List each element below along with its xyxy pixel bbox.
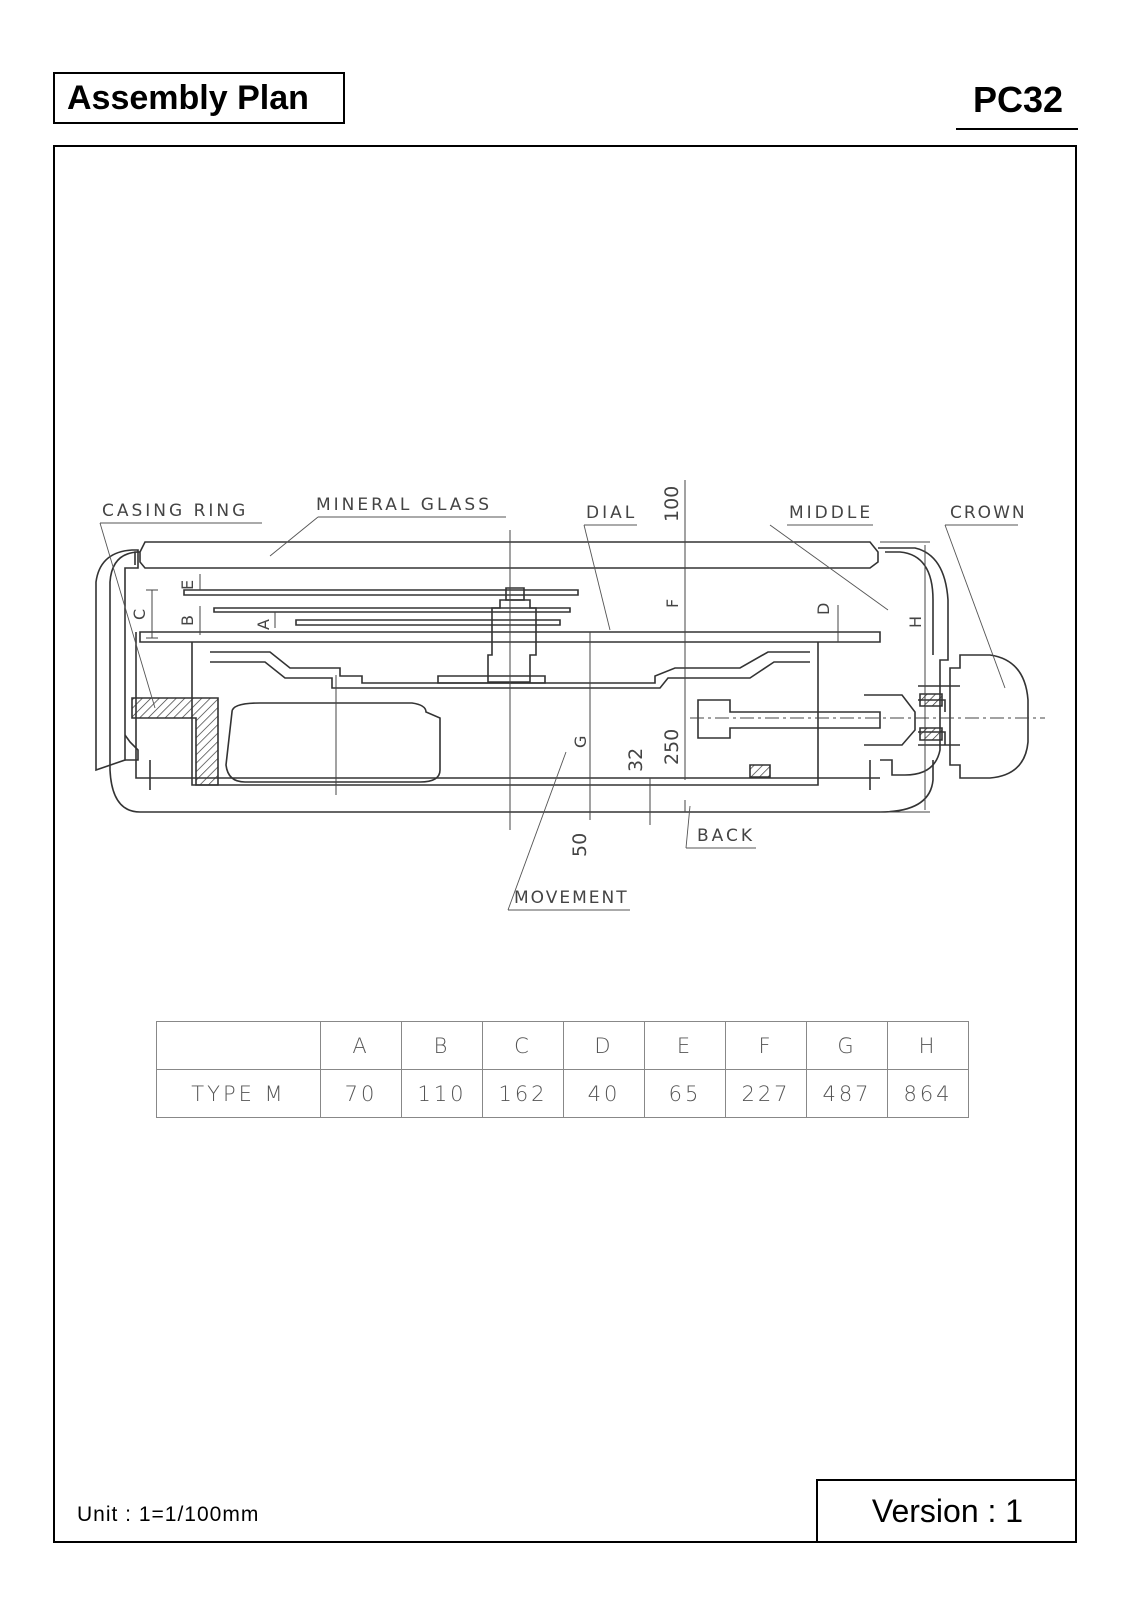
- version-box: Version : 1: [816, 1479, 1077, 1543]
- unit-note: Unit : 1=1/100mm: [77, 1503, 260, 1526]
- dim-letter-b: B: [178, 615, 197, 626]
- hand-top: [183, 589, 579, 596]
- battery-shape: [225, 702, 441, 783]
- dim-value-250: 250: [661, 729, 683, 765]
- model-underline: [956, 128, 1078, 130]
- center-pinion: [487, 599, 537, 683]
- table-header-cell: H: [887, 1021, 969, 1070]
- movement-frame: [191, 642, 819, 786]
- label-middle: MIDDLE: [789, 503, 873, 523]
- table-cell: 227: [725, 1069, 807, 1118]
- table-header-cell: A: [320, 1021, 402, 1070]
- table-cell: TYPE M: [156, 1069, 321, 1118]
- casing-ring-shape: [95, 549, 139, 772]
- case-bottom: [109, 760, 934, 813]
- label-mineral-glass: MINERAL GLASS: [316, 495, 492, 515]
- leader-lines: [99, 516, 1018, 911]
- case-middle-right: [885, 551, 934, 655]
- crown-head: [949, 654, 1029, 779]
- hand-middle: [213, 607, 571, 613]
- crown-tube: [864, 694, 916, 746]
- hatched-small: [749, 764, 771, 778]
- table-header-cell: G: [806, 1021, 888, 1070]
- dim-value-32: 32: [625, 748, 647, 772]
- table-row: TYPE M 70 110 162 40 65 227 487 864: [156, 1069, 969, 1118]
- label-casing-ring: CASING RING: [102, 501, 248, 521]
- label-dial: DIAL: [586, 503, 637, 523]
- dim-letter-a: A: [254, 619, 273, 630]
- table-cell: 864: [887, 1069, 969, 1118]
- dim-letter-c: C: [130, 609, 149, 620]
- dim-letter-g: G: [571, 736, 590, 748]
- table-header-cell: F: [725, 1021, 807, 1070]
- table-header-row: A B C D E F G H: [156, 1021, 969, 1070]
- table-cell: 162: [482, 1069, 564, 1118]
- page-title: Assembly Plan: [53, 72, 345, 124]
- dimension-table: A B C D E F G H TYPE M 70 110 162 40 65 …: [156, 1021, 969, 1118]
- table-cell: 110: [401, 1069, 483, 1118]
- table-cell: 40: [563, 1069, 645, 1118]
- table-cell: 70: [320, 1069, 402, 1118]
- label-crown: CROWN: [950, 503, 1027, 523]
- table-header-cell: D: [563, 1021, 645, 1070]
- table-cell: 487: [806, 1069, 888, 1118]
- hand-bottom: [295, 619, 561, 626]
- dial-plate: [139, 631, 881, 643]
- dim-letter-d: D: [814, 603, 833, 615]
- label-movement: MOVEMENT: [514, 888, 629, 908]
- dim-value-50: 50: [569, 833, 591, 857]
- hatched-block: [131, 697, 219, 786]
- centerlines: [335, 480, 1045, 830]
- dim-letter-h: H: [906, 616, 925, 628]
- dimension-lines: [146, 541, 930, 825]
- drawing-frame: [53, 145, 1077, 1543]
- table-header-cell: [156, 1021, 321, 1070]
- table-header-cell: B: [401, 1021, 483, 1070]
- label-back: BACK: [697, 826, 755, 846]
- dim-letter-e: E: [178, 580, 197, 590]
- table-header-cell: E: [644, 1021, 726, 1070]
- table-header-cell: C: [482, 1021, 564, 1070]
- dim-value-100: 100: [661, 486, 683, 522]
- middle-right-shape: [878, 547, 949, 776]
- crown-stem: [697, 699, 881, 739]
- glass-shape: [139, 541, 879, 569]
- table-cell: 65: [644, 1069, 726, 1118]
- model-number: PC32: [972, 79, 1064, 120]
- dim-letter-f: F: [663, 599, 682, 608]
